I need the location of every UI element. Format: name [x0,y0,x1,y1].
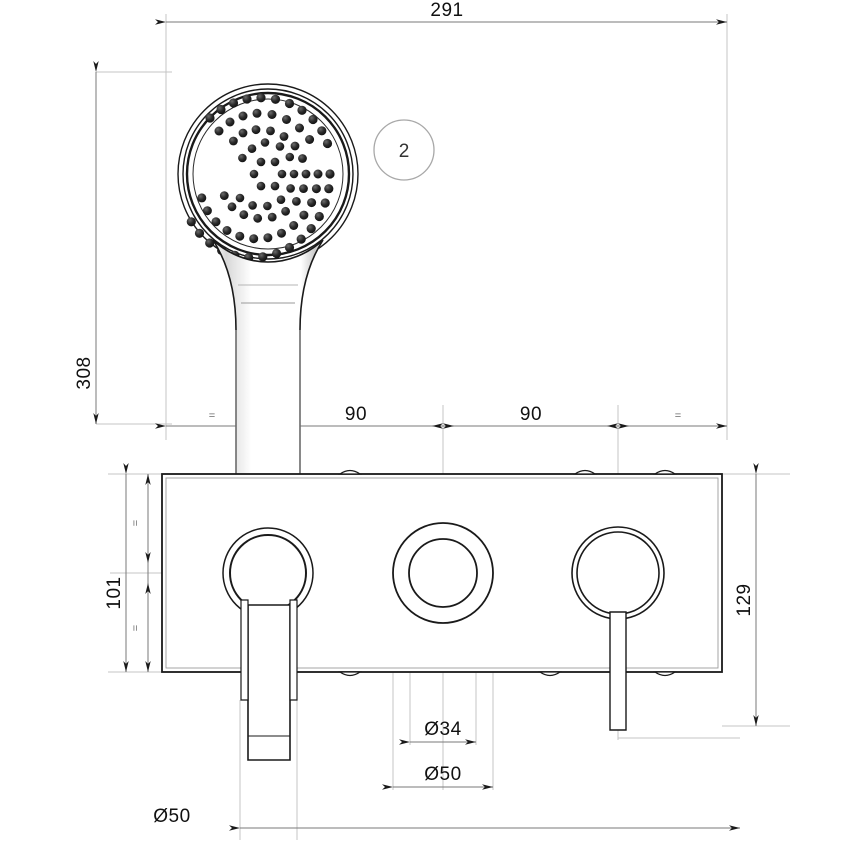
dim-291-label: 291 [430,0,463,21]
dimension-handle-diameter: Ø50 [153,806,740,831]
dimension-overall-width: 291 [155,0,728,46]
dimension-plate-height: 101 = = [104,463,151,672]
dimension-right-height: 129 [734,463,759,726]
control-right-handle [571,526,665,731]
balloon-callout-2[interactable]: 2 [373,119,435,181]
dim-90-right-label: 90 [520,404,542,425]
dimension-overall-height: 308 [74,61,99,424]
nozzle-dots [186,93,335,263]
dim-d34-label: Ø34 [424,719,461,740]
control-middle-bore [392,522,494,624]
handshower-head [177,83,359,265]
equal-mark-v-top: = [130,520,142,526]
dimension-bore-inner: Ø34 [399,719,476,745]
plate-edge-tabs [337,469,678,677]
dim-308-label: 308 [74,356,95,389]
equal-mark-v-bottom: = [130,625,142,631]
balloon-2-label: 2 [399,141,410,162]
equal-mark-right: = [675,410,681,422]
dim-d50-label: Ø50 [424,764,461,785]
control-diverter-left [222,527,314,761]
equal-mark-left: = [209,410,215,422]
dim-d50-handle-label: Ø50 [153,806,190,827]
dim-101-label: 101 [104,576,125,609]
dim-90-left-label: 90 [345,404,367,425]
dimension-bore-outer: Ø50 [382,764,493,790]
dim-129-label: 129 [734,583,755,616]
